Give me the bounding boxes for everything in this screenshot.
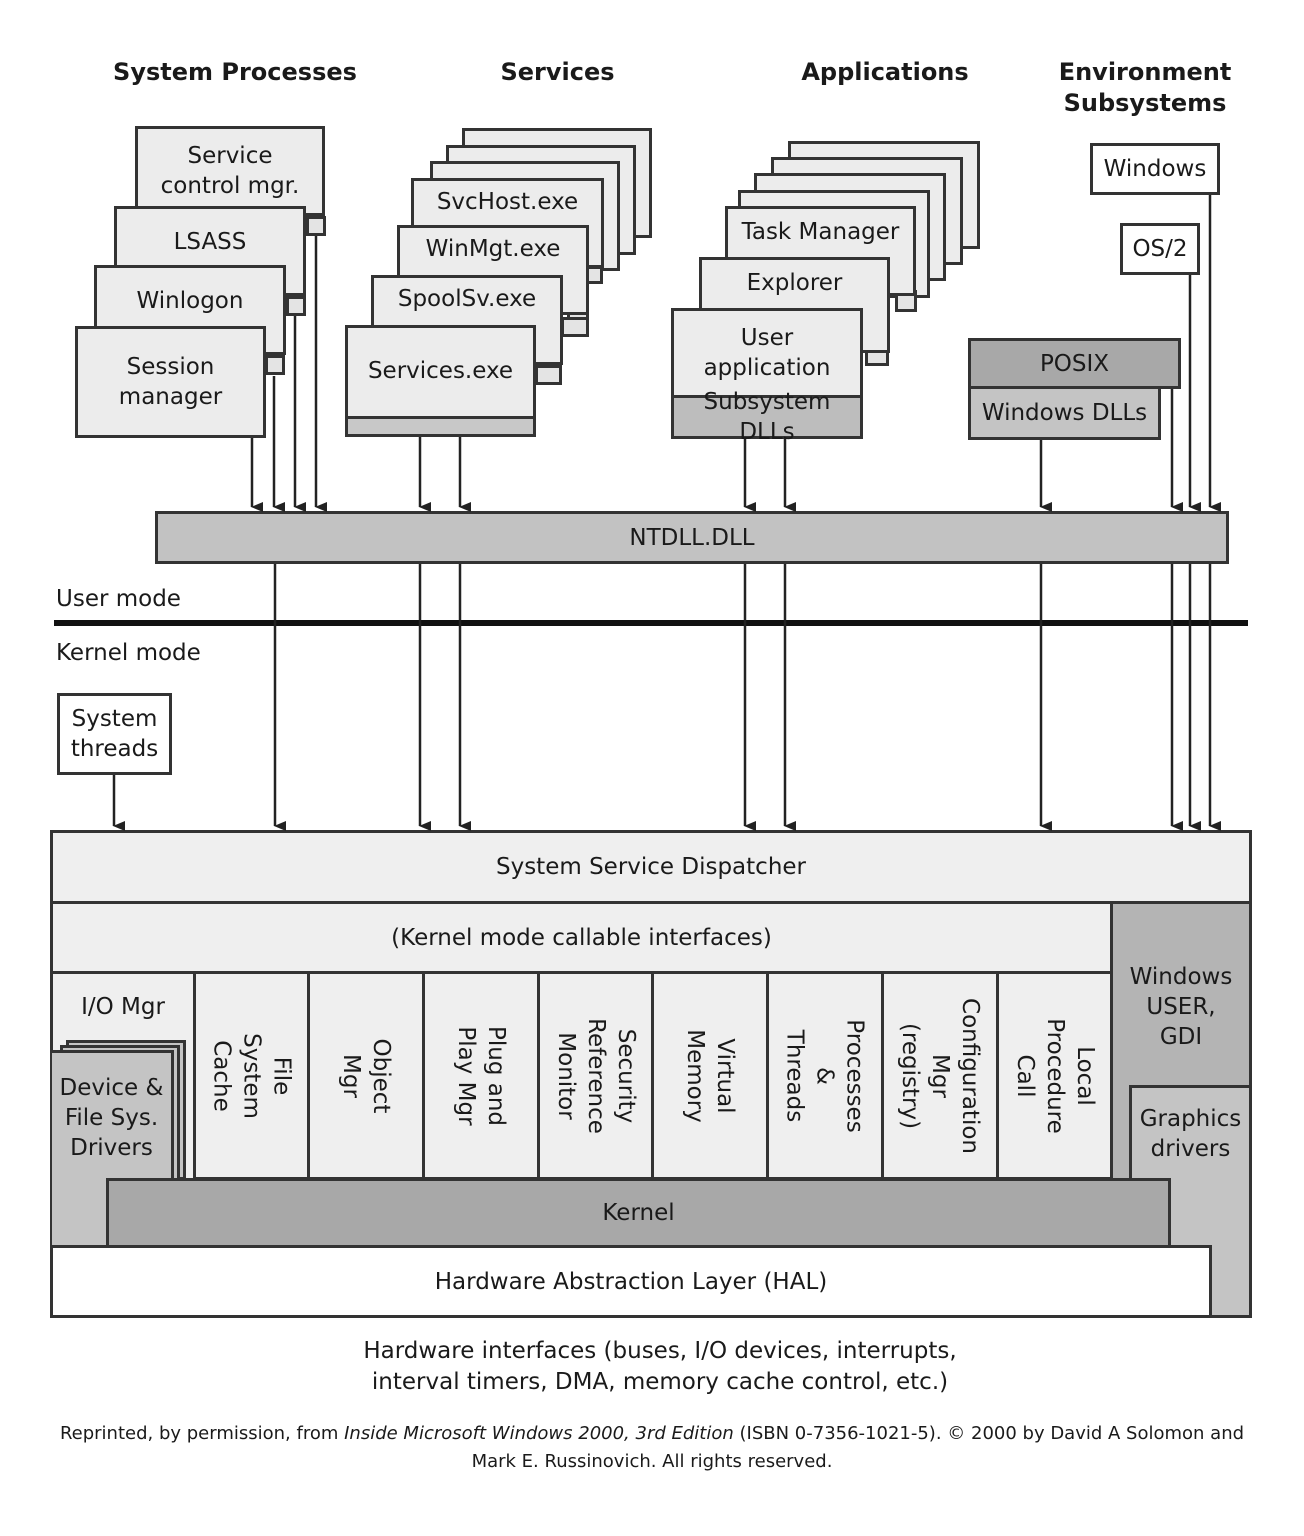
services-exe-base — [345, 416, 536, 437]
mode-separator-line — [54, 620, 1248, 626]
kernel-mode-label: Kernel mode — [56, 640, 201, 666]
service-control-stub — [306, 216, 326, 236]
header-system-processes: System Processes — [113, 58, 357, 86]
credit-line-2: Mark E. Russinovich. All rights reserved… — [471, 1451, 833, 1472]
header-environment-subsystems: Environment Subsystems — [1058, 58, 1232, 117]
processes-threads-box: Processes & Threads — [766, 971, 884, 1180]
ntdll-box: NTDLL.DLL — [155, 511, 1229, 564]
header-services: Services — [500, 58, 615, 86]
system-threads-box: System threads — [57, 693, 172, 775]
credit-book-title: Inside Microsoft Windows 2000, 3rd Editi… — [344, 1423, 734, 1444]
credit-line: Reprinted, by permission, from Inside Mi… — [20, 1420, 1284, 1476]
header-applications: Applications — [801, 58, 969, 86]
user-mode-label: User mode — [56, 586, 181, 612]
windows-subsystem-box: Windows — [1090, 143, 1220, 195]
hal-box: Hardware Abstraction Layer (HAL) — [50, 1245, 1212, 1318]
os2-subsystem-box: OS/2 — [1120, 223, 1200, 275]
winlogon-stub — [265, 355, 285, 375]
credit-suffix: (ISBN 0-7356-1021-5). © 2000 by David A … — [733, 1423, 1245, 1444]
hardware-interfaces-caption: Hardware interfaces (buses, I/O devices,… — [363, 1338, 957, 1395]
lsass-stub — [286, 296, 306, 316]
services-exe-stub — [535, 365, 562, 385]
system-service-dispatcher-box: System Service Dispatcher — [50, 830, 1252, 904]
security-reference-monitor-box: Security Reference Monitor — [537, 971, 654, 1180]
credit-prefix: Reprinted, by permission, from — [59, 1423, 345, 1444]
session-manager-box: Session manager — [75, 326, 266, 438]
plug-and-play-mgr-box: Plug and Play Mgr — [422, 971, 540, 1180]
user-application-box: User application — [671, 308, 863, 398]
windows-dlls-box: Windows DLLs — [968, 386, 1161, 440]
device-file-sys-drivers-box: Device & File Sys. Drivers — [52, 1050, 174, 1248]
local-procedure-call-box: Local Procedure Call — [996, 971, 1113, 1180]
